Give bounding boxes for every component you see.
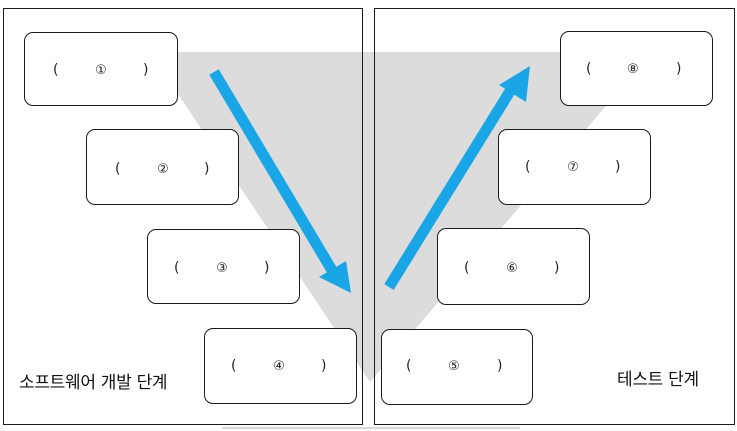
open-paren: ( xyxy=(231,358,237,374)
close-paren: ) xyxy=(676,61,682,77)
open-paren: ( xyxy=(586,61,592,77)
test-phase-panel xyxy=(374,8,735,425)
stage-box-8: ( ⑧ ) xyxy=(560,31,713,106)
stage-box-6: ( ⑥ ) xyxy=(437,228,590,305)
stage-number: ③ xyxy=(216,261,228,276)
development-phase-label: 소프트웨어 개발 단계 xyxy=(19,373,168,393)
stage-box-5: ( ⑤ ) xyxy=(381,329,533,405)
stage-number: ⑥ xyxy=(506,261,518,276)
down-arrow-icon xyxy=(209,69,351,293)
close-paren: ) xyxy=(264,260,270,276)
close-paren: ) xyxy=(615,159,621,175)
open-paren: ( xyxy=(53,62,59,78)
open-paren: ( xyxy=(115,161,121,177)
close-paren: ) xyxy=(143,62,149,78)
test-phase-label: 테스트 단계 xyxy=(617,370,699,390)
open-paren: ( xyxy=(464,260,470,276)
stage-box-3: ( ③ ) xyxy=(147,229,300,304)
close-paren: ) xyxy=(497,358,503,374)
development-phase-panel xyxy=(3,8,363,425)
stage-number: ⑧ xyxy=(627,62,639,77)
stage-box-7: ( ⑦ ) xyxy=(498,129,651,205)
up-arrow-icon xyxy=(384,66,530,290)
stage-number: ① xyxy=(95,63,107,78)
stage-box-1: ( ① ) xyxy=(24,32,178,106)
open-paren: ( xyxy=(174,260,180,276)
stage-number: ⑦ xyxy=(567,160,579,175)
open-paren: ( xyxy=(406,358,412,374)
stage-number: ⑤ xyxy=(448,359,460,374)
stage-box-4: ( ④ ) xyxy=(204,328,357,404)
close-paren: ) xyxy=(321,358,327,374)
close-paren: ) xyxy=(554,260,560,276)
stage-box-2: ( ② ) xyxy=(86,129,239,205)
close-paren: ) xyxy=(204,161,210,177)
stage-number: ④ xyxy=(273,359,285,374)
open-paren: ( xyxy=(525,159,531,175)
stage-number: ② xyxy=(157,162,169,177)
